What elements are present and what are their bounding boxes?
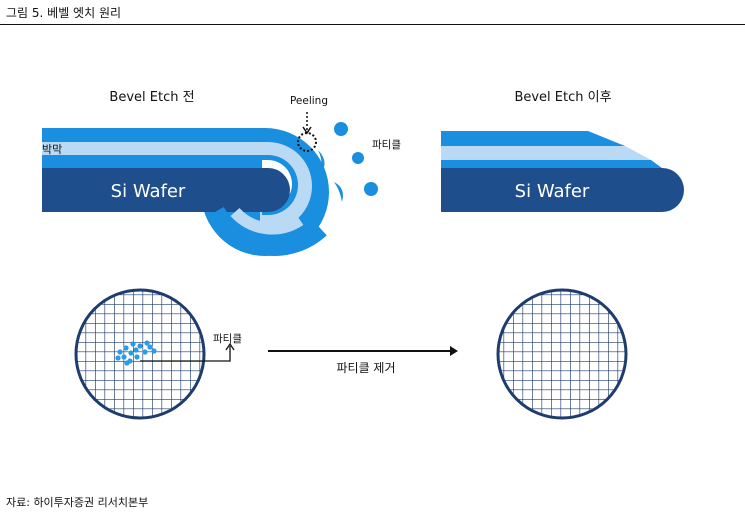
peeling-flake: [316, 178, 326, 202]
wafer-grid-before: [74, 288, 235, 420]
particle-dot: [364, 182, 378, 196]
particle-dot: [334, 122, 348, 136]
wafer-grid-after: [496, 288, 628, 420]
particle-callout-line: [140, 346, 231, 362]
particle-callout-arrowhead: [225, 342, 235, 351]
si-wafer-label-before: Si Wafer: [111, 181, 186, 202]
peeling-flake: [334, 182, 343, 202]
peeling-flake: [316, 150, 325, 180]
particle-cluster: [115, 340, 157, 366]
after-film-light: [441, 146, 651, 160]
particle-dot: [352, 152, 364, 164]
wafer-after: [441, 131, 684, 212]
bevel-ring-lower: [206, 206, 327, 256]
after-film-line: [441, 160, 662, 168]
source-note: 자료: 하이투자증권 리서치본부: [6, 496, 149, 509]
before-heading: Bevel Etch 전: [109, 90, 194, 105]
particle-label-bottom: 파티클: [213, 333, 242, 345]
figure-title: 그림 5. 베벨 엣치 원리: [6, 6, 122, 20]
si-wafer-before: [42, 168, 290, 212]
wafer-before: [42, 112, 378, 256]
removal-arrow: [268, 346, 458, 356]
peeling-marker: [297, 132, 317, 152]
after-film-top: [441, 131, 625, 146]
removal-label: 파티클 제거: [336, 361, 395, 375]
peeling-arrowhead: [302, 126, 312, 135]
si-wafer-after: [441, 168, 684, 212]
after-heading: Bevel Etch 이후: [514, 90, 611, 105]
film-label: 박막: [42, 143, 62, 156]
particle-label-top: 파티클: [372, 139, 401, 151]
peeling-label: Peeling: [290, 95, 328, 107]
si-wafer-label-after: Si Wafer: [515, 181, 590, 202]
bevel-ring-light: [230, 207, 304, 235]
title-divider: [0, 24, 745, 25]
